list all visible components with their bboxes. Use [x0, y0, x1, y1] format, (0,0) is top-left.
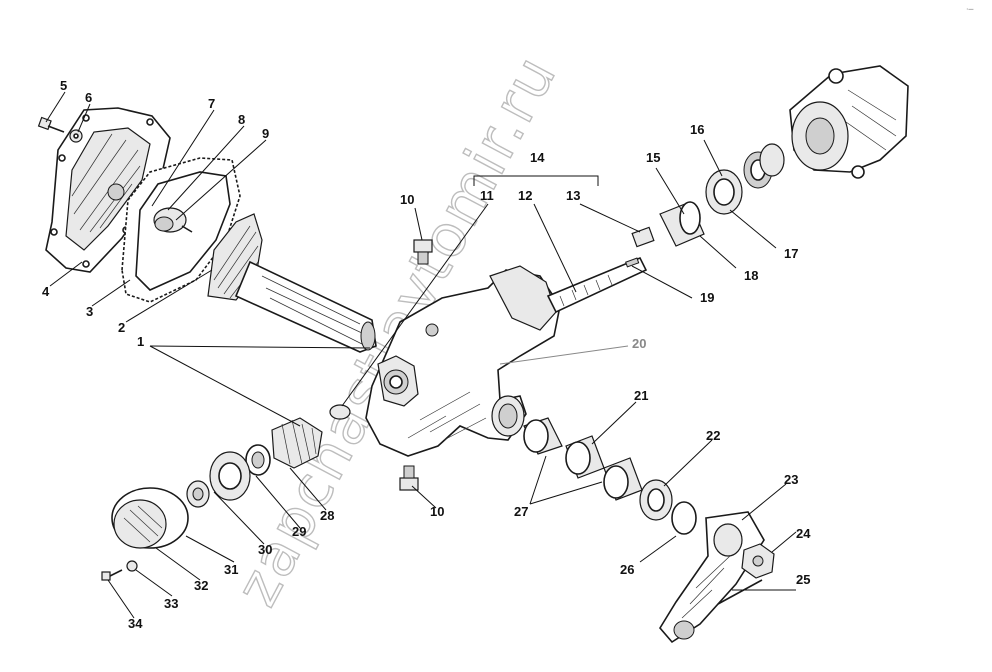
callout-30: 30: [258, 542, 272, 557]
bolt-34: [101, 569, 123, 581]
corner-mark-icon: ·─: [966, 5, 974, 14]
steering-housing-cover: [789, 65, 909, 179]
pitman-arm-23: [659, 511, 765, 644]
callout-19: 19: [700, 290, 714, 305]
bolt-5: [37, 116, 65, 133]
nut-31: [186, 480, 210, 508]
callout-18: 18: [744, 268, 758, 283]
callout-17: 17: [784, 246, 798, 261]
cap-32: [111, 487, 189, 549]
seal-17: [705, 169, 743, 215]
callout-2: 2: [118, 320, 125, 335]
seal-22: [639, 479, 673, 521]
callout-21: 21: [634, 388, 648, 403]
callout-13: 13: [566, 188, 580, 203]
callout-1: 1: [137, 334, 144, 349]
bushing-27b: [565, 435, 605, 479]
callout-23: 23: [784, 472, 798, 487]
callout-24: 24: [796, 526, 811, 541]
callout-25: 25: [796, 572, 810, 587]
plug-10-top: [413, 239, 433, 265]
callout-31: 31: [224, 562, 238, 577]
bearing-18: [659, 201, 705, 247]
nut-13: [631, 226, 655, 248]
washer-33: [126, 560, 138, 572]
callout-33: 33: [164, 596, 178, 611]
callout-9: 9: [262, 126, 269, 141]
callout-7: 7: [208, 96, 215, 111]
callout-10-top: 10: [400, 192, 414, 207]
bearing-30: [209, 451, 251, 501]
leader-lines: [45, 91, 797, 619]
callout-34: 34: [128, 616, 143, 631]
callout-20: 20: [632, 336, 646, 351]
roller-7: [153, 207, 193, 233]
bushing-21: [603, 457, 643, 501]
callout-22: 22: [706, 428, 720, 443]
boot-28: [271, 417, 323, 469]
callout-26: 26: [620, 562, 634, 577]
svg-text:·─: ·─: [966, 5, 974, 14]
callout-29: 29: [292, 524, 306, 539]
plug-11: [329, 404, 351, 420]
plug-10-bottom: [399, 465, 419, 491]
callout-14: 14: [530, 150, 545, 165]
callout-32: 32: [194, 578, 208, 593]
nut-24: [741, 543, 775, 579]
bushing-27a: [523, 417, 563, 455]
callout-5: 5: [60, 78, 67, 93]
sector-shaft: [207, 213, 377, 353]
cover-15: [759, 143, 785, 177]
callout-10-bottom: 10: [430, 504, 444, 519]
cotter-pin-25: [717, 579, 763, 605]
callout-15: 15: [646, 150, 660, 165]
callout-16: 16: [690, 122, 704, 137]
snap-ring-26: [671, 501, 697, 535]
callout-8: 8: [238, 112, 245, 127]
callout-labels: 1 2 3 4 5 6 7 8 9 10 10 11 12 13 14 15 1…: [42, 78, 811, 631]
gearbox-housing: [365, 265, 561, 457]
callout-6: 6: [85, 90, 92, 105]
washer-6: [69, 129, 83, 143]
worm-shaft-12: [546, 256, 648, 314]
key-19: [625, 257, 640, 268]
callout-11: 11: [480, 188, 494, 203]
gasket: [121, 157, 241, 303]
callout-12: 12: [518, 188, 532, 203]
callout-27: 27: [514, 504, 528, 519]
callout-28: 28: [320, 508, 334, 523]
ring-29: [245, 444, 271, 476]
callout-4: 4: [42, 284, 50, 299]
callout-3: 3: [86, 304, 93, 319]
